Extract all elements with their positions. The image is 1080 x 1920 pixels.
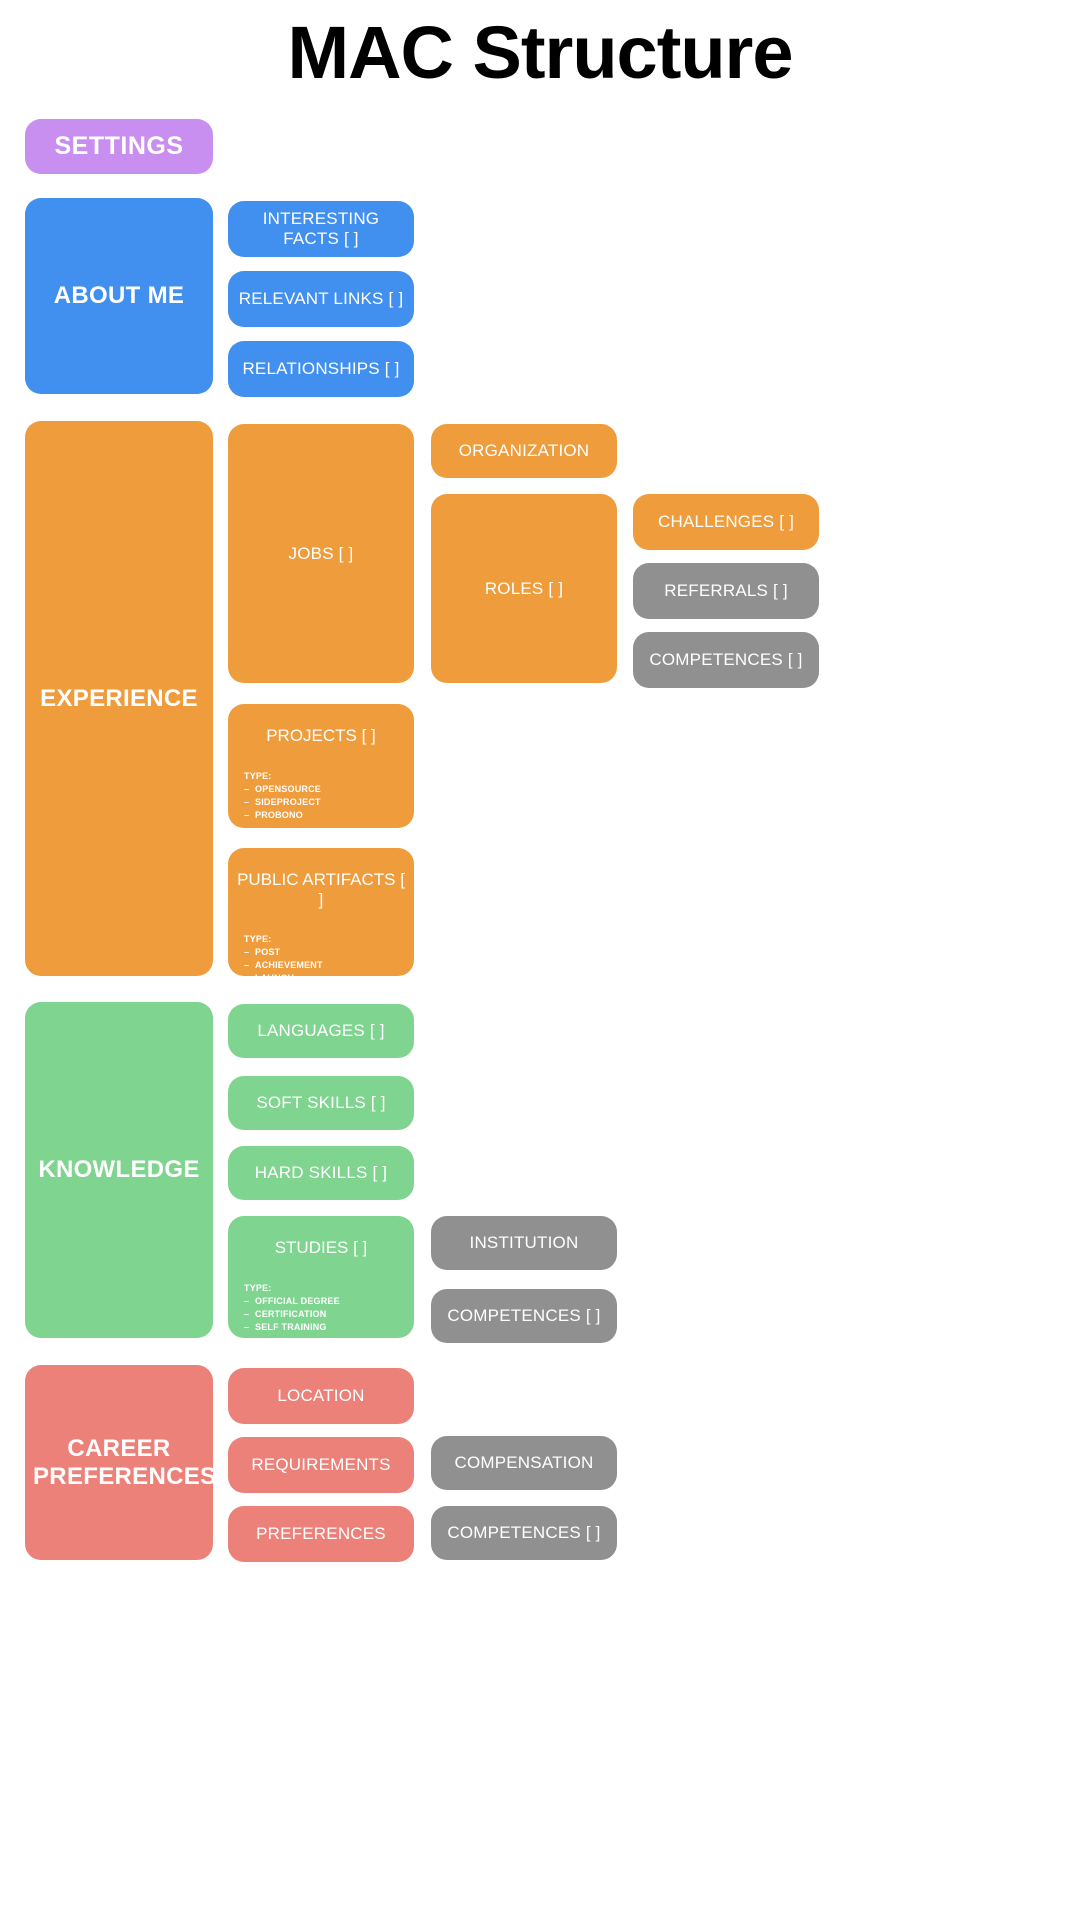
- node-hard-skills-label: HARD SKILLS [ ]: [254, 1163, 388, 1183]
- node-referrals-label: REFERRALS [ ]: [664, 581, 788, 601]
- node-requirements-label: REQUIREMENTS: [251, 1455, 391, 1475]
- node-knowledge[interactable]: KNOWLEDGE: [25, 1002, 213, 1338]
- node-challenges-label: CHALLENGES [ ]: [657, 512, 794, 532]
- projects-type-heading: TYPE:: [244, 770, 272, 781]
- node-projects-label: PROJECTS [ ]: [266, 726, 376, 745]
- node-roles-label: ROLES [ ]: [484, 578, 564, 598]
- projects-type-item: –SIDEPROJECT: [244, 796, 321, 807]
- node-career-preferences-label: CAREER PREFERENCES: [33, 1434, 213, 1490]
- node-interesting-facts[interactable]: INTERESTING FACTS [ ]: [228, 201, 414, 257]
- node-career-competences[interactable]: COMPETENCES [ ]: [431, 1506, 617, 1560]
- public-artifacts-type-item: –POST: [244, 947, 281, 958]
- node-soft-skills-label: SOFT SKILLS [ ]: [256, 1093, 386, 1113]
- node-preferences[interactable]: PREFERENCES: [228, 1506, 414, 1562]
- node-experience-label: EXPERIENCE: [40, 684, 198, 712]
- node-jobs[interactable]: JOBS [ ]: [228, 424, 414, 683]
- projects-type-item: –…: [244, 822, 265, 828]
- node-experience-competences[interactable]: COMPETENCES [ ]: [633, 632, 819, 688]
- studies-type-item: –…: [244, 1334, 340, 1338]
- node-location[interactable]: LOCATION: [228, 1368, 414, 1424]
- studies-type-item: –CERTIFICATION: [244, 1308, 327, 1319]
- node-knowledge-competences[interactable]: COMPETENCES [ ]: [431, 1289, 617, 1343]
- node-organization[interactable]: ORGANIZATION: [431, 424, 617, 478]
- node-relationships-label: RELATIONSHIPS [ ]: [242, 359, 400, 379]
- node-preferences-label: PREFERENCES: [256, 1524, 386, 1544]
- node-roles[interactable]: ROLES [ ]: [431, 494, 617, 683]
- node-about-me[interactable]: ABOUT ME: [25, 198, 213, 394]
- node-hard-skills[interactable]: HARD SKILLS [ ]: [228, 1146, 414, 1200]
- node-relevant-links[interactable]: RELEVANT LINKS [ ]: [228, 271, 414, 327]
- node-location-label: LOCATION: [277, 1386, 365, 1406]
- node-relationships[interactable]: RELATIONSHIPS [ ]: [228, 341, 414, 397]
- public-artifacts-type-list: TYPE: –POST –ACHIEVEMENT –LAUNCH –…: [228, 933, 323, 976]
- public-artifacts-type-heading: TYPE:: [244, 934, 272, 945]
- node-institution[interactable]: INSTITUTION: [431, 1216, 617, 1270]
- node-languages[interactable]: LANGUAGES [ ]: [228, 1004, 414, 1058]
- node-studies-label: STUDIES [ ]: [274, 1238, 368, 1257]
- node-interesting-facts-label: INTERESTING FACTS [ ]: [262, 209, 380, 248]
- public-artifacts-type-item: –ACHIEVEMENT: [244, 960, 323, 971]
- studies-type-item: –SELF TRAINING: [244, 1321, 327, 1332]
- studies-type-list: TYPE: –OFFICIAL DEGREE –CERTIFICATION –S…: [228, 1282, 340, 1338]
- projects-type-item: –OPENSOURCE: [244, 783, 322, 794]
- node-languages-label: LANGUAGES [ ]: [257, 1021, 385, 1041]
- node-career-preferences[interactable]: CAREER PREFERENCES: [25, 1365, 213, 1560]
- studies-type-item: –OFFICIAL DEGREE: [244, 1295, 340, 1306]
- node-compensation-label: COMPENSATION: [454, 1453, 594, 1473]
- node-career-competences-label: COMPETENCES [ ]: [447, 1523, 601, 1543]
- node-experience-competences-label: COMPETENCES [ ]: [649, 650, 803, 670]
- node-compensation[interactable]: COMPENSATION: [431, 1436, 617, 1490]
- node-knowledge-competences-label: COMPETENCES [ ]: [447, 1306, 601, 1326]
- studies-type-heading: TYPE:: [244, 1282, 272, 1293]
- node-jobs-label: JOBS [ ]: [288, 543, 354, 563]
- node-referrals[interactable]: REFERRALS [ ]: [633, 563, 819, 619]
- node-soft-skills[interactable]: SOFT SKILLS [ ]: [228, 1076, 414, 1130]
- projects-type-item: –PROBONO: [244, 809, 303, 820]
- projects-type-list: TYPE: –OPENSOURCE –SIDEPROJECT –PROBONO …: [228, 770, 321, 828]
- node-experience[interactable]: EXPERIENCE: [25, 421, 213, 976]
- node-requirements[interactable]: REQUIREMENTS: [228, 1437, 414, 1493]
- node-public-artifacts-label: PUBLIC ARTIFACTS [ ]: [237, 870, 405, 909]
- node-studies[interactable]: STUDIES [ ] TYPE: –OFFICIAL DEGREE –CERT…: [228, 1216, 414, 1338]
- node-settings[interactable]: SETTINGS: [25, 119, 213, 174]
- page-title: MAC Structure: [287, 11, 793, 94]
- public-artifacts-type-item: –LAUNCH: [244, 972, 323, 976]
- node-about-me-label: ABOUT ME: [53, 282, 185, 310]
- node-challenges[interactable]: CHALLENGES [ ]: [633, 494, 819, 550]
- node-public-artifacts[interactable]: PUBLIC ARTIFACTS [ ] TYPE: –POST –ACHIEV…: [228, 848, 414, 976]
- node-relevant-links-label: RELEVANT LINKS [ ]: [238, 289, 404, 309]
- node-settings-label: SETTINGS: [54, 132, 184, 161]
- node-organization-label: ORGANIZATION: [458, 441, 590, 461]
- node-knowledge-label: KNOWLEDGE: [38, 1156, 200, 1184]
- node-institution-label: INSTITUTION: [469, 1233, 579, 1253]
- node-projects[interactable]: PROJECTS [ ] TYPE: –OPENSOURCE –SIDEPROJ…: [228, 704, 414, 828]
